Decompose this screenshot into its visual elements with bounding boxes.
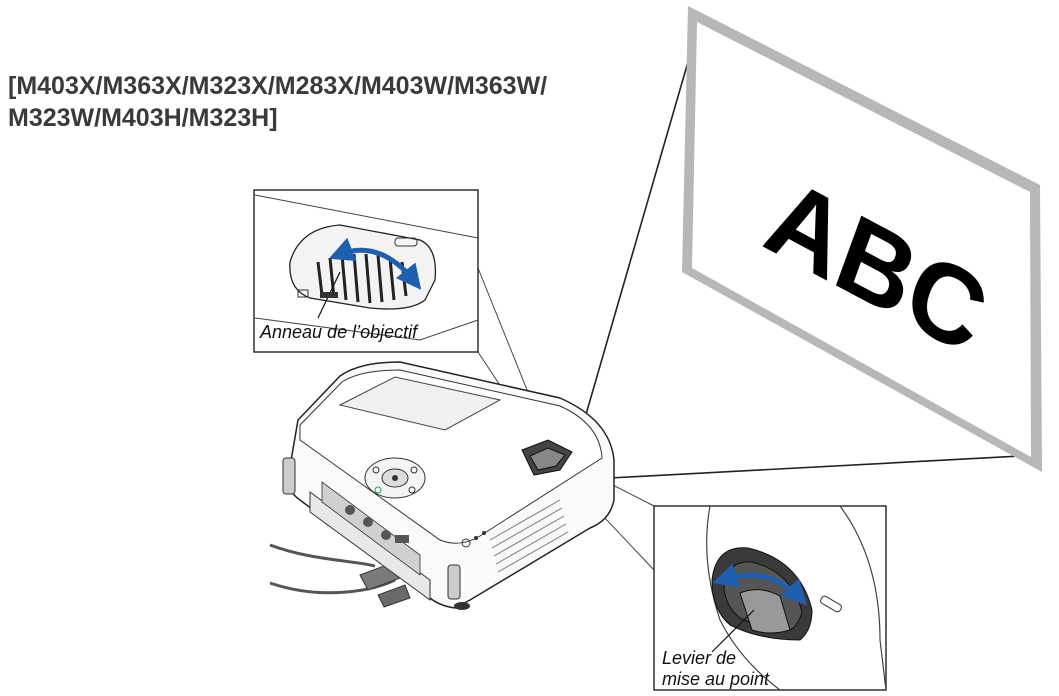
focus-lever-label-line-1: Levier de [662,648,737,668]
rotate-arrow-icon [328,237,422,290]
focus-lever-label: Levier de mise au point [662,648,769,690]
focus-lever-callout [653,505,887,691]
projection-screen: ABC [682,6,1042,472]
lens-ring-callout [253,189,479,353]
title-line-1: [M403X/M363X/M323X/M283X/M403W/M363W/ [8,72,548,100]
model-list-title: [M403X/M363X/M323X/M283X/M403W/M363W/ M3… [8,70,547,134]
title-line-2: M323W/M403H/M323H] [8,104,278,132]
projection-beam [577,54,1041,479]
lens-ring-label: Anneau de l’objectif [260,322,418,342]
lever-arrow-icon [712,563,807,606]
focus-lever-label-line-2: mise au point [662,669,770,689]
projector-illustration [269,361,615,610]
